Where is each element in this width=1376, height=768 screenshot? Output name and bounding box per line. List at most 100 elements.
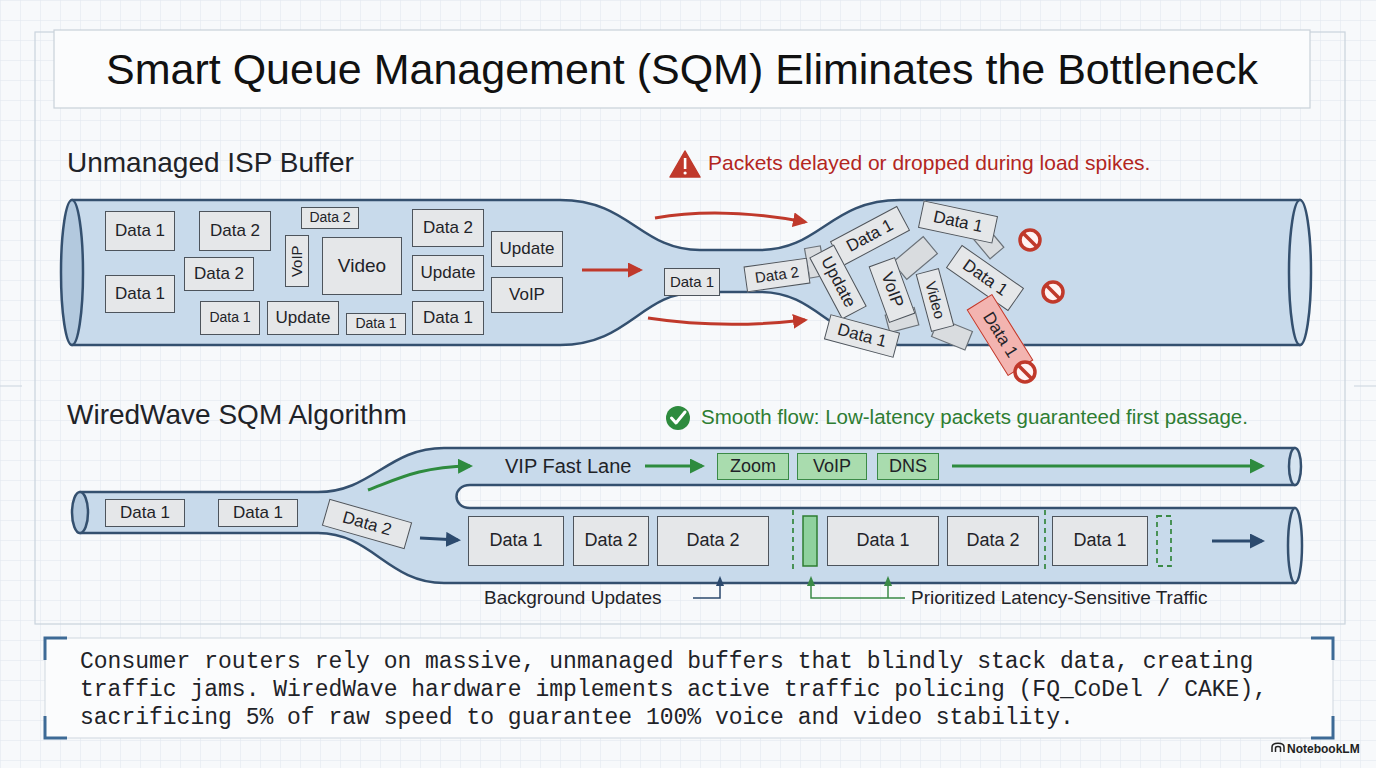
no-entry-symbol bbox=[1015, 230, 1063, 382]
fast-lane-arrow bbox=[368, 466, 470, 490]
data-packet: Data 1 bbox=[105, 499, 185, 527]
congestion-arrow bbox=[655, 213, 805, 222]
packet-label: Data 1 bbox=[932, 208, 985, 237]
priority-slot bbox=[803, 516, 817, 566]
packet-label: VoIP bbox=[813, 457, 851, 477]
leader-line bbox=[887, 578, 889, 598]
buffer-pipe: WiredWave SQM AlgorithmVIP Fast Lane Zoom… bbox=[62, 396, 1312, 610]
data-packet: Data 1 bbox=[200, 301, 260, 335]
packet-label: Update bbox=[276, 309, 331, 328]
check-icon bbox=[672, 412, 686, 423]
data-packet: Data 2 bbox=[412, 209, 484, 247]
section-heading: VIP Fast Lane bbox=[505, 455, 631, 477]
caption-box bbox=[45, 638, 1333, 738]
packet-label: Data 1 bbox=[856, 531, 909, 551]
flow-arrow bbox=[420, 538, 458, 540]
data-packet: Data 1 bbox=[1052, 516, 1148, 566]
slot-divider bbox=[792, 510, 794, 572]
caption-bracket bbox=[45, 638, 1333, 738]
data-packet: VoIP bbox=[491, 277, 563, 313]
pipe-body bbox=[72, 200, 1300, 345]
packet-label: Data 2 bbox=[194, 265, 244, 284]
annotation-label: Prioritized Latency-Sensitive Traffic bbox=[911, 587, 1207, 609]
packet-label: Data 2 bbox=[584, 531, 637, 551]
watermark-icon bbox=[1272, 743, 1284, 752]
pipe-end bbox=[1289, 448, 1301, 485]
packet-label: Data 1 bbox=[120, 504, 170, 523]
no-entry-symbol bbox=[1020, 230, 1040, 250]
packet-label: Data 2 bbox=[210, 222, 260, 241]
no-entry-symbol bbox=[1046, 285, 1060, 299]
pipe-end bbox=[61, 200, 83, 345]
packet-label: Data 1 bbox=[233, 504, 283, 523]
margin-tick bbox=[1354, 386, 1376, 387]
pipe-end bbox=[72, 492, 88, 533]
packet-label: DNS bbox=[889, 457, 927, 477]
slot-divider bbox=[1044, 510, 1046, 572]
data-packet: Data 1 bbox=[468, 516, 564, 566]
section-heading: Unmanaged ISP Buffer bbox=[67, 148, 354, 179]
packet-label: Zoom bbox=[730, 457, 776, 477]
packet-label: Video bbox=[338, 256, 386, 277]
priority-packet: DNS bbox=[877, 453, 939, 480]
data-packet: Data 2 bbox=[657, 516, 769, 566]
priority-packet: VoIP bbox=[797, 453, 867, 480]
data-packet: Data 1 bbox=[105, 211, 175, 251]
packet-label: Data 2 bbox=[966, 531, 1019, 551]
priority-packet: Zoom bbox=[717, 453, 789, 480]
leader-line bbox=[693, 578, 720, 598]
no-entry-symbol bbox=[1043, 282, 1063, 302]
data-packet: Data 2 bbox=[199, 211, 271, 251]
packet-label: Data 2 bbox=[309, 210, 350, 225]
data-packet: VoIP bbox=[285, 235, 309, 287]
no-entry-symbol bbox=[1015, 362, 1035, 382]
packet-label: Data 2 bbox=[686, 531, 739, 551]
warning-note: Packets delayed or dropped during load s… bbox=[708, 151, 1150, 175]
no-entry-symbol bbox=[1023, 233, 1037, 247]
warning-icon bbox=[684, 171, 687, 174]
data-packet: Update bbox=[412, 255, 484, 291]
data-packet: Update bbox=[491, 231, 563, 267]
warning-icon bbox=[670, 151, 700, 177]
data-packet: Data 1 bbox=[827, 516, 939, 566]
data-packet: Data 1 bbox=[105, 275, 175, 313]
packet-label: Data 1 bbox=[115, 222, 165, 241]
title-box bbox=[54, 30, 1310, 108]
warning-icon bbox=[684, 158, 687, 169]
packet-label: Data 1 bbox=[1073, 531, 1126, 551]
data-packet: Update bbox=[267, 301, 339, 335]
sheet-frame bbox=[35, 32, 1345, 624]
congestion-arrow bbox=[648, 318, 805, 324]
packet-label: VoIP bbox=[509, 286, 545, 305]
packet-label: Data 1 bbox=[115, 285, 165, 304]
data-packet: Data 1 bbox=[218, 499, 298, 527]
congestion-arrow bbox=[582, 269, 640, 272]
packet-label: Data 2 bbox=[423, 219, 473, 238]
packet-label: Update bbox=[421, 264, 476, 283]
fast-lane-arrow bbox=[645, 465, 702, 468]
packet-label: VoIP bbox=[289, 245, 306, 277]
data-packet: Data 1 bbox=[412, 301, 484, 335]
margin-tick bbox=[0, 386, 22, 387]
data-packet: Data 2 bbox=[947, 516, 1039, 566]
packet-label: Data 1 bbox=[489, 531, 542, 551]
data-packet: Video bbox=[322, 237, 402, 295]
section-heading: WiredWave SQM Algorithm bbox=[67, 400, 407, 431]
packet-label: Data 1 bbox=[670, 274, 714, 291]
data-packet: Data 2 bbox=[573, 516, 649, 566]
data-packet: Data 1 bbox=[664, 268, 720, 296]
packet-label: Data 1 bbox=[209, 310, 250, 325]
data-packet: Data 1 bbox=[346, 313, 406, 335]
data-packet: Data 2 bbox=[301, 207, 359, 229]
data-packet: Data 2 bbox=[184, 257, 254, 291]
buffer-pipe: Unmanaged ISP BufferData 1 Data 2 Data 2 Da… bbox=[62, 142, 1314, 374]
annotation-label: Background Updates bbox=[484, 587, 661, 609]
packet-label: Data 1 bbox=[423, 309, 473, 328]
watermark: NotebookLM bbox=[1287, 743, 1360, 757]
fast-lane-pipe: VIP Fast Lane Zoom VoIP DNS bbox=[430, 446, 1300, 488]
diagram-caption: Consumer routers rely on massive, unmana… bbox=[80, 648, 1320, 732]
